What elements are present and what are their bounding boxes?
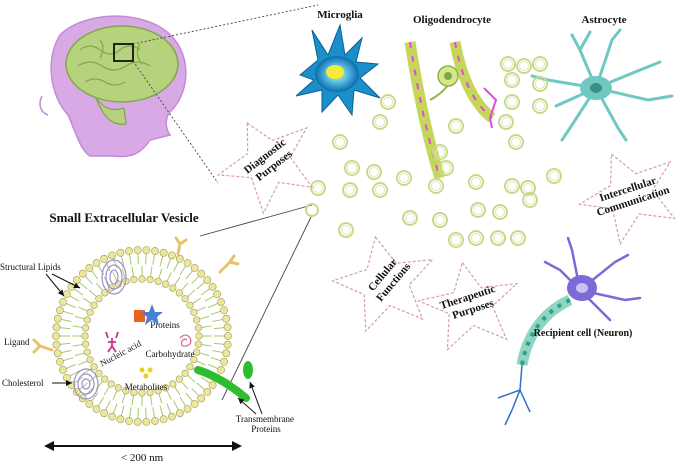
svg-text:Therapeutic Purposes: Therapeutic Purposes [439, 282, 504, 324]
brain-icon [65, 25, 179, 103]
metabolites-icon [139, 367, 153, 379]
transmembrane-protein-2 [243, 361, 253, 379]
label-microglia: Microglia [317, 9, 363, 21]
label-recipient-cell: Recipient cell (Neuron) [534, 328, 633, 339]
astrocyte-cell [530, 28, 674, 142]
label-cholesterol: Cholesterol [2, 378, 44, 388]
label-transmembrane: Transmembrane Proteins [236, 414, 296, 434]
vesicle-title: Small Extracellular Vesicle [49, 210, 198, 225]
vesicle-diagram: Proteins Nucleic acid Carbohydrate Metab… [32, 236, 253, 426]
nucleic-acid-icon [105, 331, 119, 353]
floating-vesicles [310, 56, 562, 248]
label-oligodendrocyte: Oligodendrocyte [413, 14, 491, 26]
protein-square [134, 310, 145, 322]
star-cellular: Cellular Functions [330, 235, 434, 333]
zoom-box [113, 43, 134, 62]
star-intercellular: Intercellular Communication [577, 152, 676, 246]
label-astrocyte: Astrocyte [582, 14, 627, 26]
oligodendrocyte-cell [404, 41, 498, 180]
svg-text:Diagnostic Purposes: Diagnostic Purposes [242, 135, 299, 187]
head-illustration [39, 15, 187, 158]
svg-text:Cellular Functions: Cellular Functions [364, 252, 413, 304]
label-structural-lipids: Structural Lipids [0, 262, 61, 272]
label-ligand: Ligand [4, 337, 30, 347]
label-size: < 200 nm [121, 452, 164, 464]
microglia-cell [295, 23, 381, 117]
star-therapeutic: Therapeutic Purposes [416, 261, 519, 352]
lipid-bilayer [52, 246, 232, 426]
lipid-raft-top [101, 259, 127, 295]
transmembrane-protein [194, 366, 250, 402]
label-proteins: Proteins [150, 320, 180, 330]
carbohydrate-icon [179, 334, 192, 347]
protein-star-icon [141, 304, 163, 325]
ligand-icon [32, 236, 240, 354]
label-carbohydrate: Carbohydrate [146, 349, 195, 359]
label-metabolites: Metabolites [125, 382, 168, 392]
cholesterol-raft [73, 368, 99, 400]
neuron-cell [497, 236, 642, 426]
